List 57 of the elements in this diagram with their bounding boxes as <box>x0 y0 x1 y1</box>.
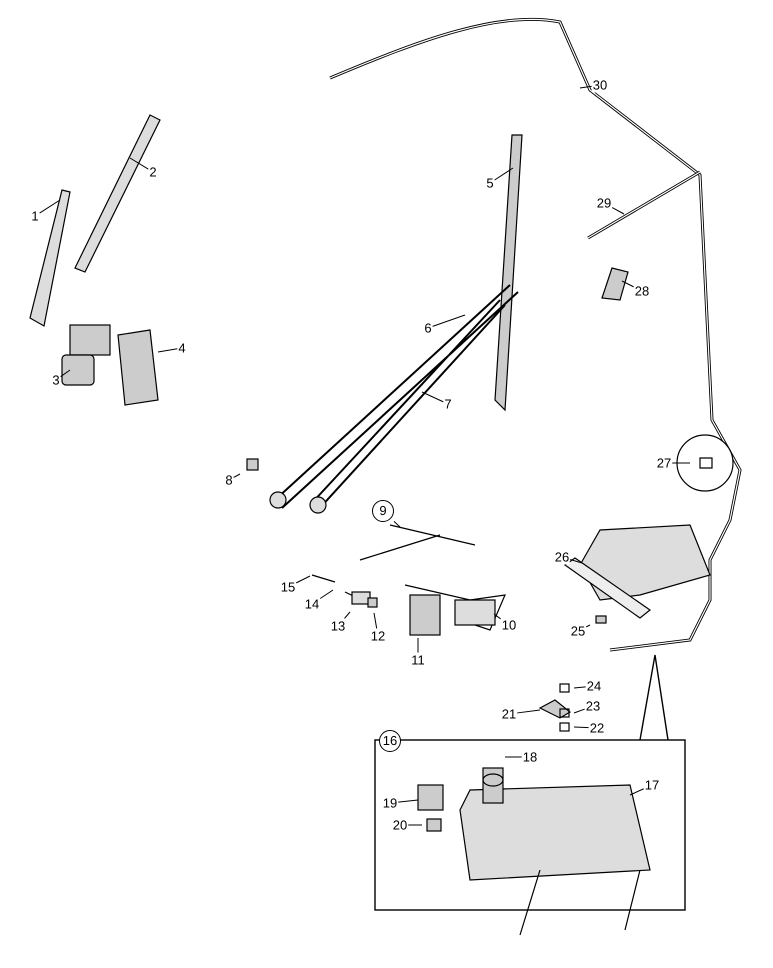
callout-number: 3 <box>51 372 61 388</box>
leader-line <box>580 86 592 88</box>
leader-line <box>622 280 634 288</box>
leader-line <box>39 200 60 214</box>
leader-line <box>233 474 240 478</box>
callout-number: 27 <box>656 456 672 470</box>
leader-line <box>344 612 350 619</box>
callout-number: 28 <box>634 284 650 298</box>
callout-number: 10 <box>500 618 518 632</box>
callout-number: 12 <box>370 628 386 644</box>
leader-line <box>504 756 522 758</box>
callout-number: 17 <box>644 778 660 792</box>
callout-number: 25 <box>570 624 586 638</box>
callout-number: 15 <box>280 580 296 594</box>
leader-line <box>60 370 70 378</box>
leader-line <box>574 708 586 714</box>
callout-number: 8 <box>224 472 234 488</box>
callout-number: 30 <box>592 78 608 92</box>
leader-line <box>630 788 644 796</box>
leader-line <box>398 800 418 803</box>
callout-number: 11 <box>410 652 426 668</box>
leader-line <box>408 824 422 826</box>
leader-line <box>320 590 334 599</box>
callout-number: 1 <box>30 208 40 224</box>
callout-number: 4 <box>177 340 187 356</box>
callout-number: 16 <box>379 730 401 752</box>
leader-line <box>296 576 310 584</box>
leader-line <box>574 726 590 728</box>
leader-line <box>374 612 378 629</box>
leader-line <box>612 207 624 214</box>
callout-number: 26 <box>554 550 570 564</box>
callout-number: 21 <box>500 706 518 722</box>
callout-number: 2 <box>148 164 158 180</box>
callout-number: 14 <box>304 596 320 612</box>
leader-line <box>130 158 149 170</box>
leader-line <box>574 686 586 688</box>
leader-line <box>672 462 690 464</box>
callout-number: 13 <box>330 618 346 634</box>
callout-number: 18 <box>522 750 538 764</box>
leader-line <box>494 614 502 620</box>
leader-line <box>422 392 444 402</box>
callout-number: 23 <box>584 698 602 714</box>
callout-number: 29 <box>596 196 612 210</box>
callout-number: 5 <box>485 176 495 190</box>
callout-number: 24 <box>586 678 602 694</box>
callout-number: 20 <box>392 818 408 832</box>
callout-number: 7 <box>443 396 453 412</box>
leader-line <box>494 168 514 180</box>
callout-number: 9 <box>372 500 394 522</box>
leader-line <box>394 520 400 528</box>
callout-number: 19 <box>382 796 398 810</box>
leader-line <box>570 558 582 564</box>
callout-number: 6 <box>423 320 433 336</box>
leader-line <box>432 314 466 327</box>
leader-line <box>516 710 540 714</box>
callout-number: 22 <box>588 720 606 736</box>
leader-line <box>158 348 178 352</box>
